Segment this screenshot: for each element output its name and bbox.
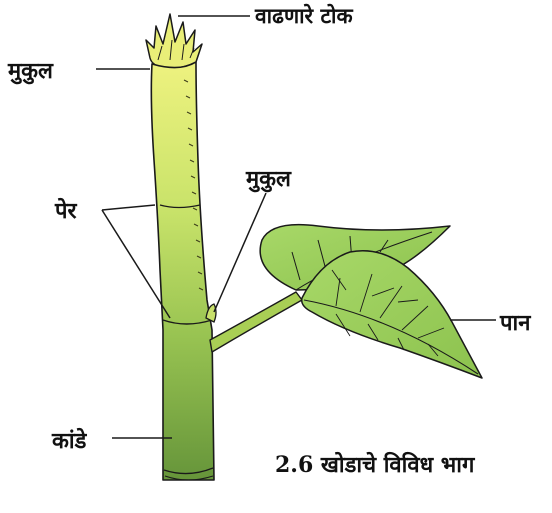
leaf-front xyxy=(302,251,482,378)
label-node: पेर xyxy=(55,195,77,225)
label-axillary-bud: मुकुल xyxy=(246,163,291,193)
petiole xyxy=(210,292,302,352)
label-growing-tip: वाढणारे टोक xyxy=(255,2,353,30)
apical-bud xyxy=(146,14,202,68)
figure-caption: 2.6 खोडाचे विविध भाग xyxy=(275,449,474,479)
label-internode: कांडे xyxy=(52,425,86,455)
label-leaf: पान xyxy=(500,307,530,337)
main-stem xyxy=(151,62,214,480)
label-apical-bud: मुकुल xyxy=(8,55,53,85)
